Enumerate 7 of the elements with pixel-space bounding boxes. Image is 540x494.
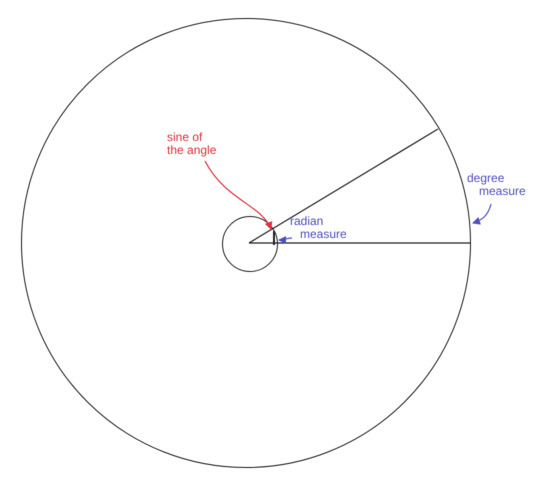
leader-line: [472, 204, 492, 224]
leader-line: [204, 160, 272, 230]
small-circle: [222, 216, 278, 272]
degree-label: degree measure: [467, 172, 529, 198]
sine-line: [273, 231, 275, 245]
sine-label: sine of the angle: [167, 131, 217, 157]
radian-label: radian measure: [290, 215, 352, 241]
